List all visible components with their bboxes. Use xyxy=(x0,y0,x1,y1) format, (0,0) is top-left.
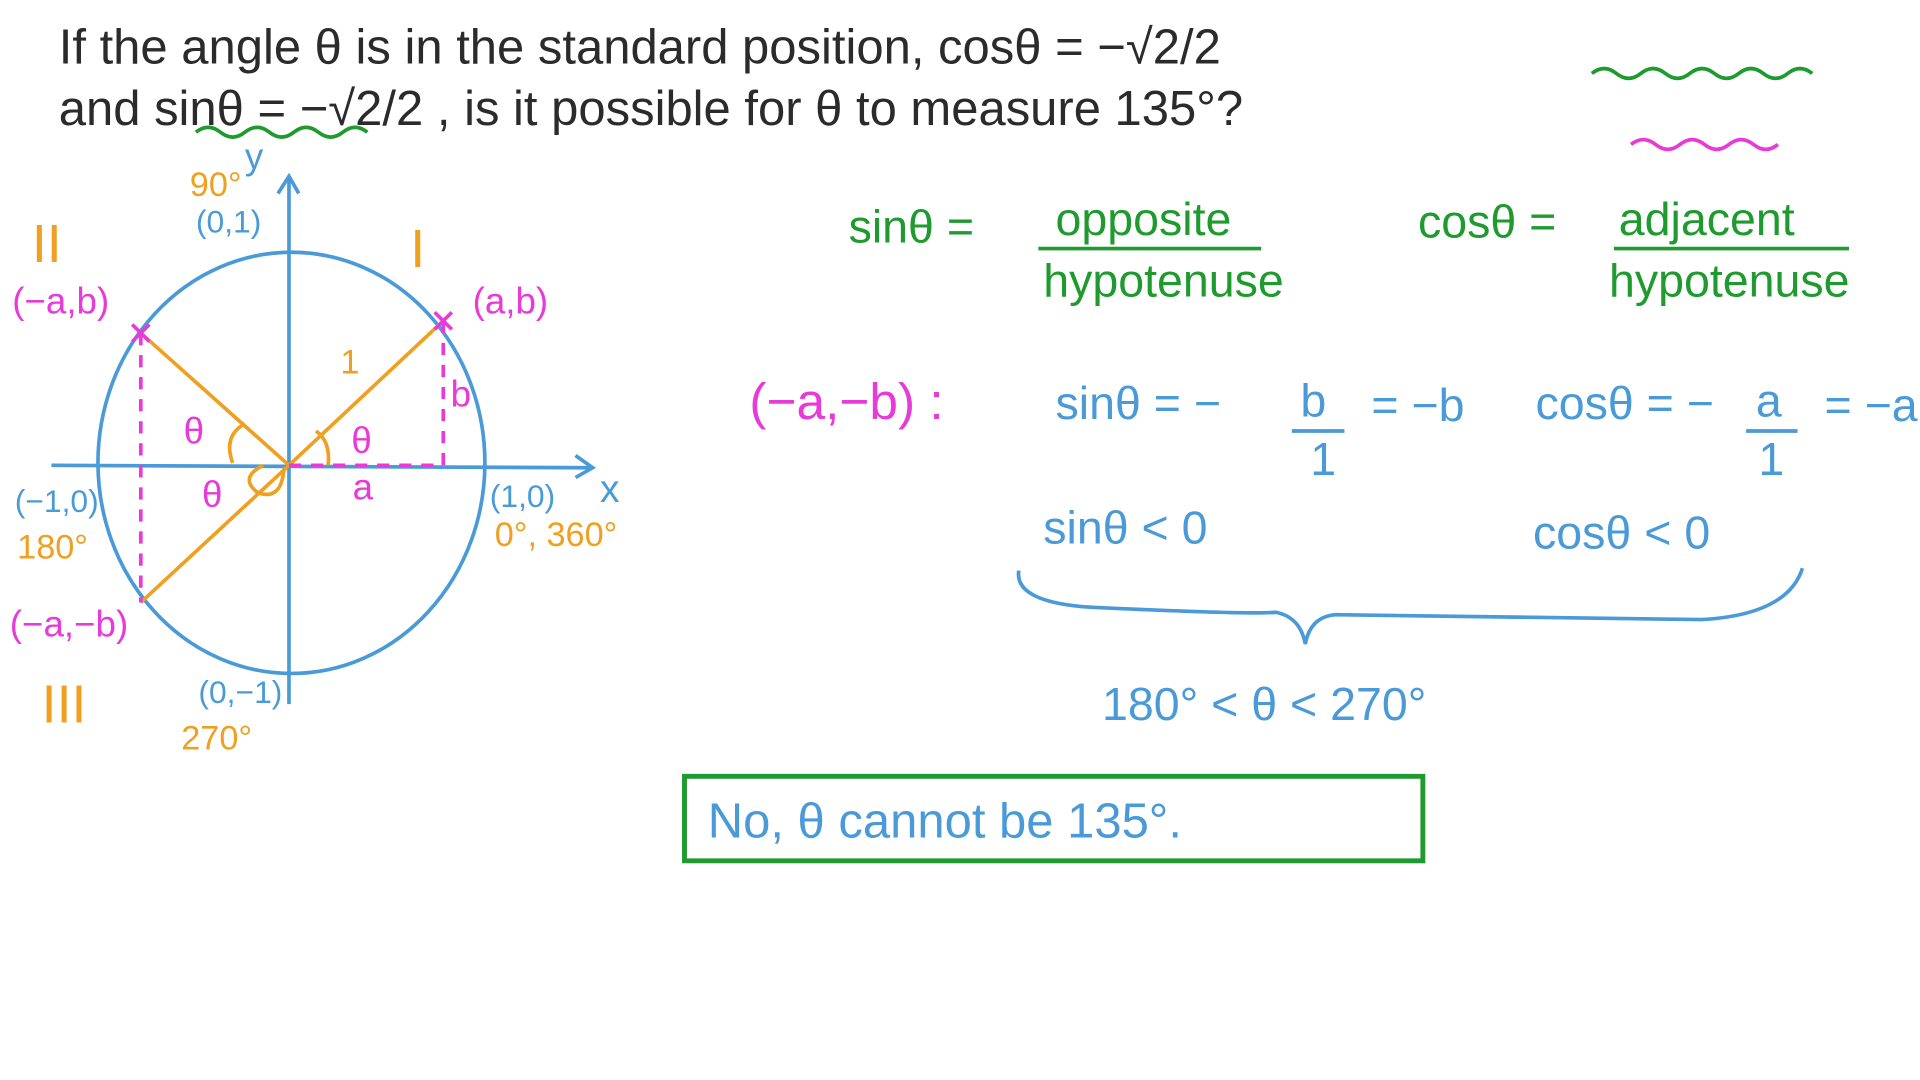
radius-q1 xyxy=(287,319,445,467)
sin-inequality: sinθ < 0 xyxy=(1043,502,1207,554)
unit-circle xyxy=(96,250,487,676)
point-q1: (a,b) xyxy=(473,280,549,321)
deg-180: 180° xyxy=(17,528,88,566)
quadrant-I: I xyxy=(410,219,425,279)
y-axis-label: y xyxy=(245,136,264,177)
green-squiggle-sin xyxy=(194,125,369,139)
theta-q1-label: θ xyxy=(351,420,371,461)
sin-eq-left: sinθ = − xyxy=(1056,377,1222,429)
radius-q2 xyxy=(139,331,291,467)
hypotenuse-label: 1 xyxy=(340,343,359,381)
green-squiggle-cos xyxy=(1590,66,1814,81)
question-line-2: and sinθ = −√2/2 , is it possible for θ … xyxy=(59,82,1243,136)
curly-brace xyxy=(1016,567,1805,645)
cos-definition-left: cosθ = xyxy=(1418,196,1556,248)
radius-q3 xyxy=(139,463,291,604)
cos-numerator: adjacent xyxy=(1619,193,1795,245)
mark-q1-icon xyxy=(433,310,454,331)
cos-result: = −a xyxy=(1824,379,1917,431)
point-label: (−a,−b) : xyxy=(749,372,943,430)
deg-270: 270° xyxy=(181,719,252,757)
sin-numerator: opposite xyxy=(1056,193,1232,245)
y-axis-arrow-icon xyxy=(276,172,301,195)
unit-circle-diagram: 1 b a θ θ θ x y I II III (a,b) (−a,b) (−… xyxy=(10,136,620,757)
angle-arc-q3 xyxy=(247,463,286,497)
quadrant-II: II xyxy=(32,214,62,274)
side-b-label: b xyxy=(451,374,471,415)
theta-q2-label: θ xyxy=(184,410,204,451)
sin-frac-num: b xyxy=(1300,374,1326,426)
angle-arc-q1 xyxy=(314,429,331,466)
point-right: (1,0) xyxy=(490,478,555,514)
angle-arc-q2 xyxy=(227,422,246,464)
pink-squiggle-135 xyxy=(1629,137,1780,152)
point-q2: (−a,b) xyxy=(12,280,109,321)
answer-box xyxy=(682,773,1426,864)
side-a-label: a xyxy=(353,467,374,508)
quadrant-III: III xyxy=(42,674,87,734)
x-axis-label: x xyxy=(600,468,620,511)
cos-inequality: cosθ < 0 xyxy=(1533,507,1710,559)
sin-denominator: hypotenuse xyxy=(1043,254,1284,306)
theta-q3-label: θ xyxy=(202,474,222,515)
deg-90: 90° xyxy=(190,166,242,204)
mark-q2-icon xyxy=(130,323,151,343)
deg-0-360: 0°, 360° xyxy=(495,516,618,554)
cos-frac-num: a xyxy=(1756,374,1782,426)
point-q3: (−a,−b) xyxy=(10,604,128,645)
cos-frac-den: 1 xyxy=(1758,433,1784,485)
cos-denominator: hypotenuse xyxy=(1609,254,1850,306)
sin-definition-left: sinθ = xyxy=(849,200,974,252)
point-left: (−1,0) xyxy=(15,483,99,519)
theta-range: 180° < θ < 270° xyxy=(1102,678,1426,730)
sin-frac-den: 1 xyxy=(1310,433,1336,485)
answer-text: No, θ cannot be 135°. xyxy=(708,795,1182,849)
x-axis-arrow-icon xyxy=(574,454,597,480)
sin-result: = −b xyxy=(1371,379,1464,431)
point-bottom: (0,−1) xyxy=(198,674,282,710)
point-top: (0,1) xyxy=(196,204,261,240)
question-line-1: If the angle θ is in the standard positi… xyxy=(59,21,1221,75)
cos-eq-left: cosθ = − xyxy=(1536,377,1714,429)
